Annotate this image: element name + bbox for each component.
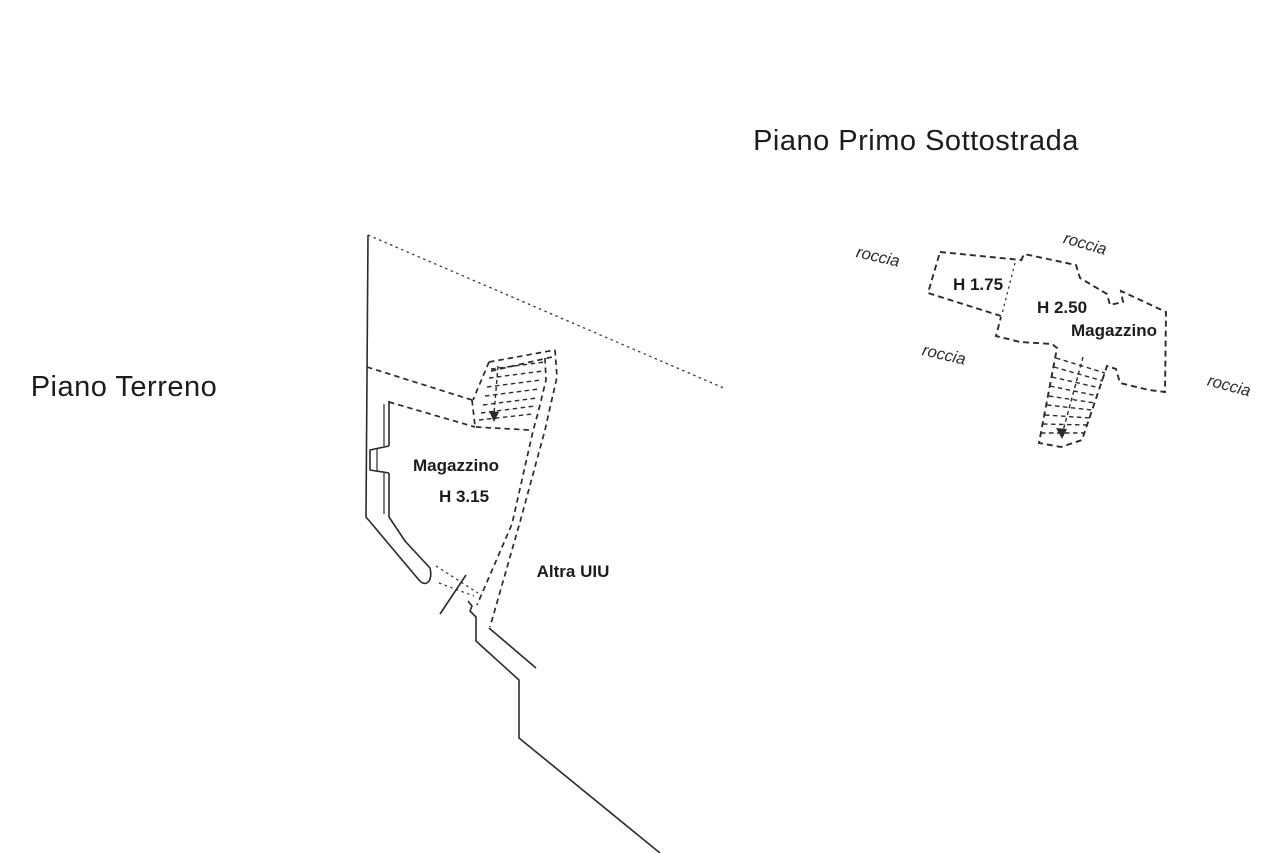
- section-slash-mark: [439, 574, 467, 615]
- basement-title: Piano Primo Sottostrada: [753, 125, 1079, 157]
- door-opening-dotted: [435, 565, 479, 597]
- basement-stairs-direction-arrow: [1062, 356, 1084, 432]
- stair-tread: [478, 413, 534, 421]
- stair-tread: [1051, 376, 1101, 389]
- stairs-left-edge: [472, 361, 490, 401]
- basement-stairs-arrow-head: [1056, 428, 1067, 439]
- ground-floor-room-height: H 3.15: [439, 487, 489, 506]
- stair-tread: [486, 379, 542, 388]
- other-unit-label: Altra UIU: [537, 562, 610, 581]
- stairs-bottom-edge: [475, 426, 530, 431]
- stair-tread: [1044, 414, 1091, 419]
- storeroom-label: Magazzino: [1071, 321, 1157, 340]
- corridor-outline: [926, 251, 1022, 317]
- ground-floor-title: Piano Terreno: [31, 371, 218, 403]
- rock-label-top-left: roccia: [855, 243, 902, 270]
- lower-boundary-wall: [467, 600, 661, 853]
- stair-tread: [482, 397, 538, 406]
- rooms-shared-edge-dotted: [1001, 262, 1016, 315]
- storeroom-outline: [994, 252, 1167, 448]
- stair-tread: [480, 405, 536, 414]
- stairs-treads: [478, 361, 546, 421]
- room-right-wall-outer: [489, 349, 558, 628]
- room-top-wall: [388, 401, 476, 428]
- stair-tread: [484, 388, 540, 397]
- lower-boundary-wall-inner: [488, 627, 537, 669]
- ground-floor-room-label: Magazzino: [413, 456, 499, 475]
- stair-tread: [488, 370, 544, 379]
- boundary-wall: [365, 234, 432, 585]
- stairs-direction-arrow: [493, 365, 499, 415]
- basement-plan: Piano Primo Sottostrada: [753, 125, 1253, 448]
- basement-stairs-treads: [1041, 357, 1106, 434]
- storeroom-height-label: H 2.50: [1037, 298, 1087, 317]
- corridor-height-label: H 1.75: [953, 275, 1003, 294]
- stair-tread: [490, 361, 546, 370]
- stairs-top-edge: [488, 349, 556, 372]
- stairs-arrow-head: [489, 411, 499, 422]
- rock-label-top-center: roccia: [1061, 229, 1108, 258]
- ground-floor-plan: Piano Terreno: [31, 234, 727, 853]
- rock-label-bottom-left: roccia: [921, 341, 968, 368]
- rock-label-right: roccia: [1205, 372, 1252, 401]
- wall-opening-stub: [369, 445, 390, 474]
- upper-dashed-wall: [366, 366, 476, 427]
- parcel-boundary-dotted-line: [367, 234, 727, 390]
- room-right-wall-inner: [476, 357, 547, 606]
